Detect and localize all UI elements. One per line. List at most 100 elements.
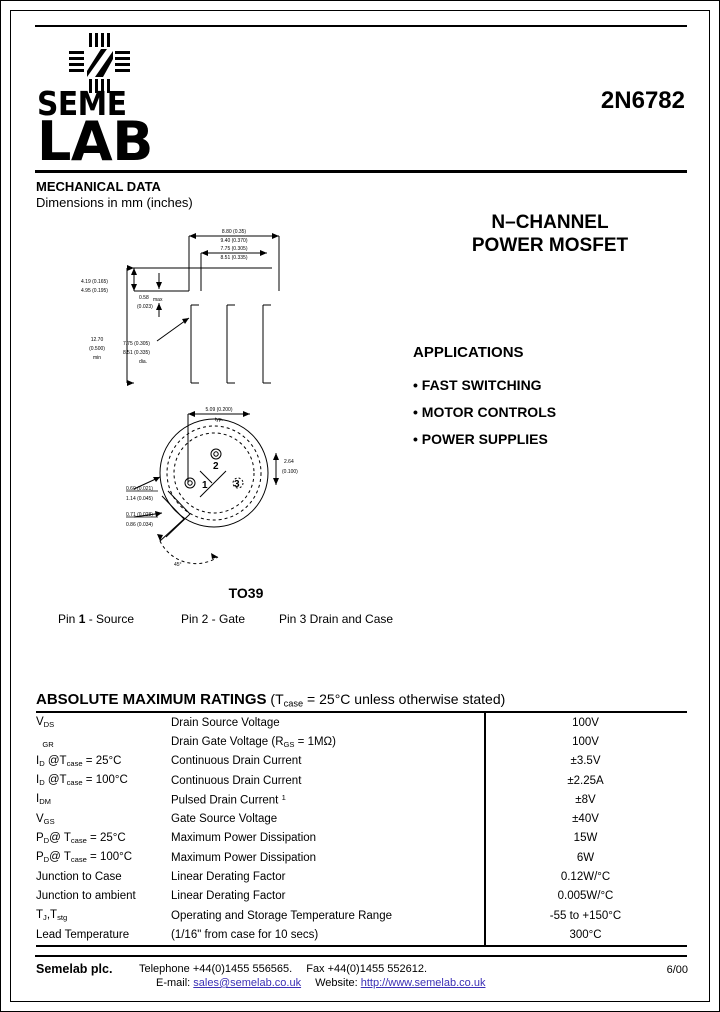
pin-number-2: 2 bbox=[213, 461, 219, 472]
ratings-heading: ABSOLUTE MAXIMUM RATINGS (Tcase = 25°C u… bbox=[36, 691, 505, 708]
dim-tab-b: 1.14 (0.045) bbox=[126, 496, 153, 502]
rating-symbol: ID @Tcase = 25°C bbox=[36, 754, 122, 768]
rating-value: 100V bbox=[572, 716, 599, 729]
rating-value: 0.12W/°C bbox=[560, 871, 611, 884]
pin-legend-3: Pin 3 Drain and Case bbox=[279, 612, 394, 626]
dim-lead-a: 0.71 (0.028) bbox=[126, 512, 153, 518]
rating-value: ±3.5V bbox=[570, 755, 601, 768]
dim-body-dia-c: dia. bbox=[139, 359, 147, 365]
rating-description: (1/16" from case for 10 secs) bbox=[171, 928, 319, 941]
family-line-1: N–CHANNEL bbox=[491, 212, 609, 233]
dim-gap-max: max bbox=[153, 297, 163, 303]
rating-value: 100V bbox=[572, 735, 599, 748]
rating-symbol: PD@ Tcase = 100°C bbox=[36, 851, 133, 865]
rating-description: Maximum Power Dissipation bbox=[171, 851, 317, 864]
dim-gap-a: 0.58 bbox=[139, 295, 149, 301]
ratings-heading-bold: ABSOLUTE MAXIMUM RATINGS bbox=[36, 691, 267, 708]
footer-email-link[interactable]: sales@semelab.co.uk bbox=[193, 977, 302, 989]
family-line-2: POWER MOSFET bbox=[471, 235, 629, 256]
semelab-grid-logo-icon bbox=[69, 33, 131, 93]
rating-symbol: GR bbox=[42, 739, 54, 749]
rating-description: Pulsed Drain Current 1 bbox=[171, 793, 286, 807]
application-item: • POWER SUPPLIES bbox=[413, 431, 548, 447]
page-footer: Semelab plc. Telephone +44(0)1455 556565… bbox=[36, 960, 688, 996]
table-row: Lead Temperature (1/16" from case for 10 … bbox=[36, 925, 687, 944]
rating-description: Continuous Drain Current bbox=[171, 774, 302, 787]
rating-symbol: VDS bbox=[36, 716, 55, 730]
rating-symbol: PD@ Tcase = 25°C bbox=[36, 831, 126, 845]
header-rule-top bbox=[35, 25, 687, 27]
page-border bbox=[10, 10, 710, 1002]
rating-symbol: TJ,Tstg bbox=[36, 909, 68, 923]
footer-telephone: Telephone +44(0)1455 556565. bbox=[139, 963, 293, 975]
rating-value: ±8V bbox=[575, 793, 596, 806]
rating-description: Operating and Storage Temperature Range bbox=[171, 909, 392, 922]
header-rule-bottom bbox=[35, 170, 687, 173]
footer-website-link[interactable]: http://www.semelab.co.uk bbox=[360, 977, 486, 989]
pin-legend-1: Pin 1 - Source bbox=[58, 612, 135, 626]
dim-vert-b: (0.100) bbox=[282, 469, 298, 475]
dim-left-height-a: 4.19 (0.165) bbox=[81, 279, 108, 285]
dim-lead-length-b: (0.500) bbox=[89, 346, 105, 352]
table-row: TJ,Tstg Operating and Storage Temperature… bbox=[36, 906, 687, 925]
footer-email-label: E-mail: bbox=[156, 977, 191, 989]
footer-website-label: Website: bbox=[315, 977, 358, 989]
pin-number-1: 1 bbox=[202, 480, 208, 491]
ratings-table-divider bbox=[484, 711, 486, 947]
rating-value: 15W bbox=[573, 832, 598, 845]
part-number: 2N6782 bbox=[600, 87, 685, 114]
mechanical-data-subtitle: Dimensions in mm (inches) bbox=[36, 195, 193, 210]
rating-value: 0.005W/°C bbox=[557, 890, 614, 903]
rating-symbol: Lead Temperature bbox=[36, 928, 130, 941]
dim-tab-a: 0.60 (0.021) bbox=[126, 486, 153, 492]
footer-date: 6/00 bbox=[666, 964, 688, 976]
applications-list: • FAST SWITCHING • MOTOR CONTROLS • POWE… bbox=[413, 372, 556, 453]
application-item: • FAST SWITCHING bbox=[413, 377, 542, 393]
rating-description: Continuous Drain Current bbox=[171, 755, 302, 768]
footer-contact-line-2: E-mail: sales@semelab.co.uk Website: http… bbox=[156, 977, 485, 989]
dim-gap-b: (0.023) bbox=[137, 304, 153, 310]
rating-value: 6W bbox=[576, 851, 595, 864]
logo-word-seme: SEME bbox=[37, 84, 127, 123]
mechanical-data-title: MECHANICAL DATA bbox=[36, 179, 161, 194]
rating-symbol: Junction to Case bbox=[36, 871, 122, 884]
logo-word-lab: LAB bbox=[37, 110, 153, 173]
dim-lead-length-c: min bbox=[93, 355, 101, 361]
rating-value: 300°C bbox=[569, 928, 602, 941]
dim-body-dia-b: 8.51 (0.335) bbox=[123, 350, 150, 356]
dim-outer-width-a: 8.80 (0.35) bbox=[222, 229, 247, 235]
rating-symbol: IDM bbox=[36, 793, 51, 807]
pin-legend-2: Pin 2 - Gate bbox=[181, 612, 246, 626]
dim-body-dia-a: 7.75 (0.305) bbox=[123, 341, 150, 347]
table-row: VDS Drain Source Voltage 100V bbox=[36, 713, 687, 732]
dim-left-height-b: 4.95 (0.195) bbox=[81, 288, 108, 294]
ratings-heading-condition: (Tcase = 25°C unless otherwise stated) bbox=[266, 691, 506, 709]
footer-company: Semelab plc. bbox=[36, 962, 113, 976]
table-row: Junction to Case Linear Derating Factor 0.… bbox=[36, 867, 687, 886]
rating-description: Drain Source Voltage bbox=[171, 716, 280, 729]
footer-rule bbox=[35, 955, 687, 957]
dim-lead-b: 0.86 (0.034) bbox=[126, 522, 153, 528]
package-name: TO39 bbox=[228, 585, 264, 601]
dim-pitch-b: typ. bbox=[215, 417, 223, 423]
rating-symbol: VGS bbox=[36, 812, 55, 826]
dim-inner-width-a: 7.75 (0.305) bbox=[221, 246, 248, 252]
package-outline-drawing: 8.80 (0.35) 9.40 (0.370) 7.75 (0.305) 8.… bbox=[79, 223, 304, 408]
application-item: • MOTOR CONTROLS bbox=[413, 404, 557, 420]
dim-outer-width-b: 9.40 (0.370) bbox=[221, 238, 248, 244]
dim-vert-a: 2.64 bbox=[284, 459, 294, 465]
semelab-logo: SEME LAB bbox=[37, 33, 207, 169]
ratings-table-rule-bottom bbox=[36, 945, 687, 947]
footer-fax: Fax +44(0)1455 552612. bbox=[306, 963, 428, 975]
product-family-title: N–CHANNEL POWER MOSFET bbox=[405, 211, 695, 257]
rating-description: Linear Derating Factor bbox=[171, 871, 286, 884]
rating-description: Gate Source Voltage bbox=[171, 813, 278, 826]
table-row: IDM Pulsed Drain Current 1 ±8V bbox=[36, 790, 687, 809]
